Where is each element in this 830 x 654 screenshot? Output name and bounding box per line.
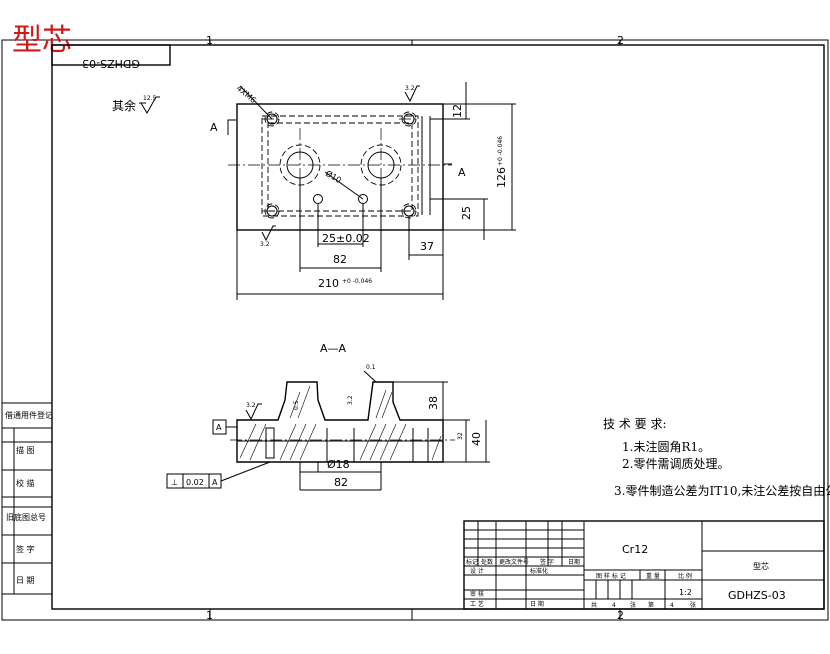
dim-32: 32: [457, 432, 464, 440]
dim-37: 37: [420, 240, 434, 253]
dim-126: 126: [495, 167, 508, 188]
roughness-local-top: 3.2: [405, 85, 415, 92]
outer-frame: [1, 39, 829, 621]
dim-25-vertical: 25: [460, 206, 473, 220]
roughness-section-mid: 3.2: [347, 395, 354, 405]
side-table: [1, 402, 53, 595]
section-marker-left: A: [210, 121, 218, 134]
dim-01: 0.1: [366, 364, 376, 371]
section-view: [230, 381, 455, 463]
title-part-name: 型芯: [753, 561, 769, 571]
side-row-3: 校 描: [16, 478, 35, 488]
side-row-2: 描 图: [16, 445, 35, 455]
title-sheet-2: 4: [612, 602, 616, 609]
roughness-other-value: 12.5: [143, 95, 157, 102]
tech-requirement-1: 1.未注圆角R1。: [622, 439, 710, 454]
section-marker-right: A: [458, 166, 466, 179]
roughness-local-bottom: 3.2: [260, 241, 270, 248]
title-row-label-1: 标记: [466, 558, 478, 566]
title-sheet-3: 张: [630, 601, 636, 609]
dim-12: 12: [451, 104, 464, 118]
tech-requirement-3: 3.零件制造公差为IT10,未注公差按自由公差取值。: [614, 483, 830, 498]
dim-dia18: Ø18: [327, 458, 350, 471]
title-sheet-5: 4: [670, 602, 674, 609]
title-block: [463, 520, 825, 610]
datum-letter: A: [216, 423, 222, 432]
gdt-value: 0.02: [186, 478, 204, 487]
title-scale: 1:2: [679, 588, 692, 597]
side-row-6: 日 期: [16, 576, 35, 585]
title-drawing-no: GDHZS-03: [728, 589, 786, 602]
dim-05: 0.5: [293, 400, 300, 410]
drawing-no-box: [51, 44, 171, 66]
roughness-symbol: [139, 96, 160, 114]
dim-82: 82: [333, 253, 347, 266]
roughness-other-label: 其余: [112, 98, 136, 113]
title-sheet-4: 第: [648, 601, 654, 609]
title-sign-label-4: 工 艺: [470, 600, 484, 608]
title-stage-label-1: 图 样 标 记: [596, 572, 626, 580]
zone-number-top-2: 2: [617, 34, 624, 47]
title-sheet-1: 共: [591, 601, 597, 609]
tech-requirement-2: 2.零件需调质处理。: [622, 457, 729, 471]
zone-number-top-1: 1: [206, 34, 213, 47]
side-row-1: 借通用件登记: [5, 410, 53, 420]
tech-requirements-title: 技 术 要 求:: [603, 417, 667, 431]
inner-frame: [51, 44, 825, 610]
title-material: Cr12: [622, 543, 648, 556]
title-sign-label-5: 日 期: [530, 600, 544, 608]
title-sign-label-1: 设 计: [470, 567, 484, 575]
roughness-section-left: 3.2: [246, 402, 256, 409]
title-row-label-4: 签 字: [540, 558, 554, 566]
side-row-4: 旧底图总号: [6, 512, 46, 522]
title-row-label-5: 日期: [568, 558, 580, 566]
dim-25-tolerance: 25±0.02: [322, 232, 370, 245]
title-sign-label-3: 审 核: [470, 590, 484, 598]
zone-number-bottom-1: 1: [206, 609, 213, 622]
drawing-no-mirrored: GDHZS-03: [82, 57, 140, 70]
dim-82-section: 82: [334, 476, 348, 489]
section-title: A—A: [320, 342, 347, 355]
gdt-frame: [166, 461, 271, 489]
zone-number-bottom-2: 2: [617, 609, 624, 622]
title-row-label-2: 处数: [481, 558, 493, 566]
dim-126-tolerance: +0 -0.046: [497, 136, 504, 166]
gdt-datum: A: [212, 478, 218, 487]
side-row-5: 签 字: [16, 544, 35, 554]
dim-40: 40: [470, 432, 483, 446]
title-sign-label-2: 标准化: [530, 567, 548, 575]
stamp-title: 型芯: [12, 23, 72, 58]
title-stage-label-3: 比 例: [678, 572, 692, 580]
dim-210: 210: [318, 277, 339, 290]
dim-210-tolerance: +0 -0.046: [342, 278, 372, 285]
dim-38: 38: [427, 396, 440, 410]
title-sheet-6: 张: [690, 601, 696, 609]
title-stage-label-2: 重 量: [646, 572, 660, 580]
title-row-label-3: 更改文件号: [499, 558, 529, 566]
gdt-symbol: ⊥: [171, 478, 178, 487]
top-view: [228, 85, 452, 232]
dim-holes-4xm6: 4XM6: [235, 84, 258, 105]
